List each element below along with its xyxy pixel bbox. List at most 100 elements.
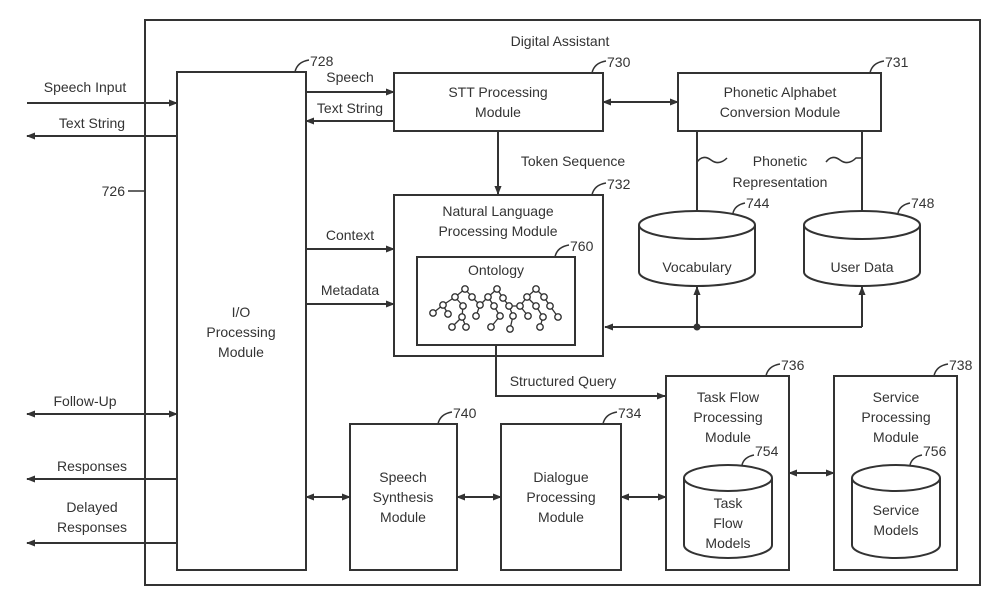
speech-label: Speech — [326, 69, 373, 85]
squiggle-right — [825, 156, 862, 164]
ref-730: 730 — [607, 54, 631, 70]
ref-744: 744 — [746, 195, 770, 211]
token-sequence-label: Token Sequence — [521, 153, 626, 169]
delayed-responses-label-2: Responses — [57, 519, 127, 535]
ref-728: 728 — [310, 53, 334, 69]
ontology-node — [524, 312, 532, 320]
user-data-database — [803, 210, 921, 287]
io-module-label-3: Module — [218, 344, 264, 360]
ref-731: 731 — [885, 54, 909, 70]
ref-leader-734 — [602, 411, 618, 425]
io-module-label-1: I/O — [232, 304, 251, 320]
ontology-node — [499, 294, 507, 302]
ontology-node — [490, 302, 498, 310]
ref-748: 748 — [911, 195, 935, 211]
ref-726: 726 — [102, 183, 126, 199]
text-string-label: Text String — [317, 100, 383, 116]
vocabulary-label: Vocabulary — [662, 259, 731, 275]
dialogue-label-2: Processing — [526, 489, 595, 505]
task-flow-label-3: Module — [705, 429, 751, 445]
ontology-node — [509, 312, 517, 320]
ref-leader-728 — [294, 59, 310, 73]
speech-synthesis-label-2: Synthesis — [373, 489, 434, 505]
ontology-node — [462, 323, 470, 331]
task-flow-label-1: Task Flow — [697, 389, 760, 405]
ref-leader-732 — [591, 182, 607, 196]
speech-input-label: Speech Input — [44, 79, 127, 95]
ref-leader-744 — [732, 202, 746, 214]
service-models-label-2: Models — [873, 522, 918, 538]
ontology-node — [487, 323, 495, 331]
ontology-node — [444, 310, 452, 318]
vocabulary-database — [638, 210, 756, 287]
ref-736: 736 — [781, 357, 805, 373]
ontology-label: Ontology — [468, 262, 524, 278]
ref-leader-748 — [897, 202, 911, 214]
nlp-module-label-1: Natural Language — [442, 203, 554, 219]
phonetic-alphabet-conversion-module — [677, 72, 882, 132]
speech-synthesis-label-1: Speech — [379, 469, 426, 485]
service-module-label-1: Service — [873, 389, 920, 405]
stt-module-label-2: Module — [475, 104, 521, 120]
ref-leader-754 — [741, 454, 755, 466]
ontology-node — [429, 309, 437, 317]
user-data-label: User Data — [830, 259, 893, 275]
responses-label: Responses — [57, 458, 127, 474]
diagram-title: Digital Assistant — [511, 33, 610, 49]
ontology-node — [536, 323, 544, 331]
bus-junction — [693, 323, 701, 331]
ontology-node — [458, 313, 466, 321]
ontology-node — [554, 313, 562, 321]
ontology-node — [484, 293, 492, 301]
service-module-label-2: Processing — [861, 409, 930, 425]
ontology-node — [516, 302, 524, 310]
ref-740: 740 — [453, 405, 477, 421]
task-flow-models-label-3: Models — [705, 535, 750, 551]
ontology-node — [476, 301, 484, 309]
stt-processing-module — [393, 72, 604, 132]
speech-synthesis-label-3: Module — [380, 509, 426, 525]
squiggle-left — [696, 156, 728, 164]
delayed-responses-label-1: Delayed — [66, 499, 117, 515]
ref-leader-731 — [869, 60, 885, 74]
follow-up-label: Follow-Up — [53, 393, 116, 409]
ontology-node — [539, 313, 547, 321]
structured-query-arrow — [495, 345, 666, 400]
metadata-label: Metadata — [321, 282, 380, 298]
ontology-node — [461, 285, 469, 293]
ref-754: 754 — [755, 443, 779, 459]
ref-leader-736 — [765, 363, 781, 377]
ref-leader-740 — [437, 411, 453, 425]
ontology-node — [546, 302, 554, 310]
ref-leader-730 — [591, 60, 607, 74]
stt-module-label-1: STT Processing — [448, 84, 547, 100]
io-module-label-2: Processing — [206, 324, 275, 340]
task-flow-models-label-1: Task — [714, 495, 744, 511]
ontology-node — [451, 293, 459, 301]
ontology-graph-icon — [429, 285, 562, 333]
ref-leader-756 — [909, 454, 923, 466]
nlp-module-label-2: Processing Module — [438, 223, 557, 239]
service-models-label-1: Service — [873, 502, 920, 518]
phonetic-module-label-2: Conversion Module — [720, 104, 841, 120]
phonetic-module-label-1: Phonetic Alphabet — [724, 84, 837, 100]
io-processing-module — [176, 71, 307, 571]
ontology-node — [472, 312, 480, 320]
service-models-database — [851, 464, 941, 559]
ontology-node — [523, 293, 531, 301]
ref-760: 760 — [570, 238, 594, 254]
ontology-node — [459, 302, 467, 310]
ref-738: 738 — [949, 357, 973, 373]
ontology-node — [439, 301, 447, 309]
ontology-node — [493, 285, 501, 293]
dialogue-label-1: Dialogue — [533, 469, 588, 485]
ontology-node — [540, 293, 548, 301]
ontology-node — [532, 285, 540, 293]
ontology-node — [468, 293, 476, 301]
ref-734: 734 — [618, 405, 642, 421]
phonetic-representation-label-2: Representation — [733, 174, 828, 190]
service-module-label-3: Module — [873, 429, 919, 445]
ref-leader-760 — [554, 244, 570, 258]
dialogue-processing-module — [500, 423, 622, 571]
